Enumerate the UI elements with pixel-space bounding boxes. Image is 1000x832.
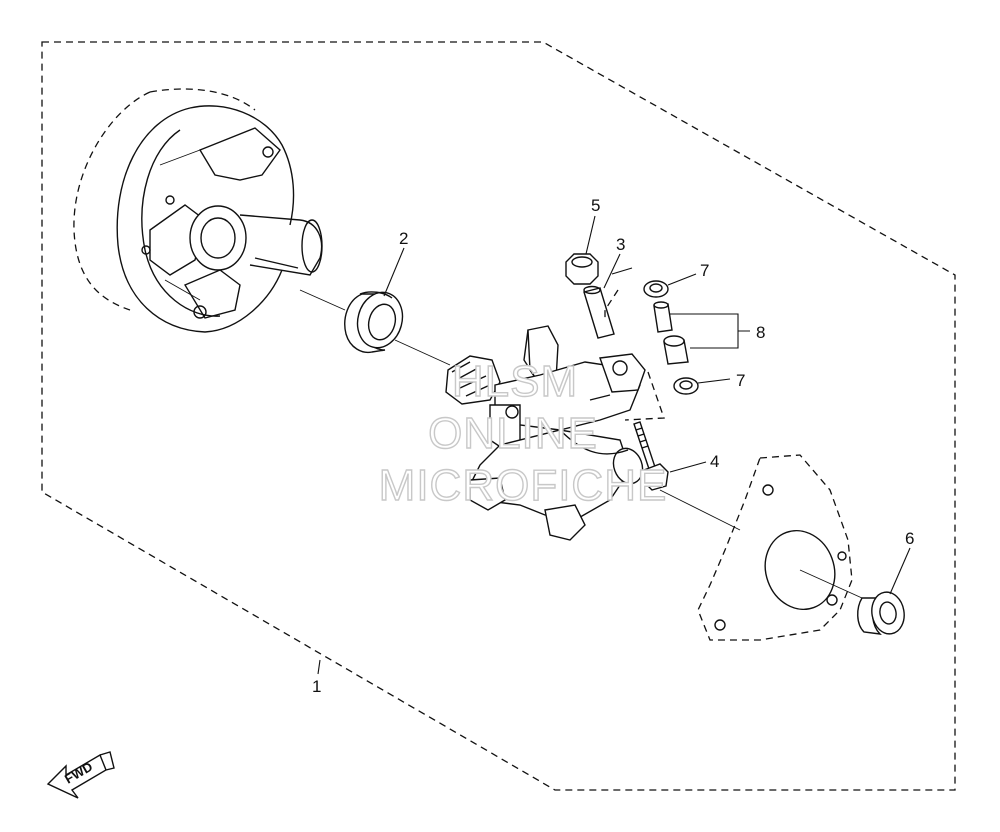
part-5-nut xyxy=(565,253,599,285)
callout-1: 1 xyxy=(312,677,321,696)
callout-7-lower: 7 xyxy=(736,371,745,390)
watermark-line-1: HLSM xyxy=(452,357,578,406)
callout-7-upper: 7 xyxy=(700,261,709,280)
part-7-washer-lower xyxy=(673,377,699,395)
assembly-boundary xyxy=(41,41,956,791)
clutch-sheave-housing xyxy=(73,88,323,333)
spider-hub-assembly xyxy=(445,325,646,541)
part-4-bolt xyxy=(633,421,669,491)
watermark: HLSM ONLINE MICROFICHE xyxy=(378,356,668,510)
watermark-line-2: ONLINE xyxy=(428,409,598,458)
cover-plate xyxy=(697,454,853,641)
callout-2: 2 xyxy=(399,229,408,248)
callout-3: 3 xyxy=(616,235,625,254)
part-6-bearing xyxy=(857,591,905,635)
callout-6: 6 xyxy=(905,529,914,548)
callout-4: 4 xyxy=(710,452,719,471)
part-7-washer-upper xyxy=(643,280,669,298)
fwd-arrow-icon: FWD xyxy=(46,751,115,799)
callout-5: 5 xyxy=(591,196,600,215)
part-2-bushing xyxy=(344,291,404,354)
leader-lines xyxy=(317,215,911,675)
callout-8: 8 xyxy=(756,323,765,342)
watermark-line-3: MICROFICHE xyxy=(379,461,668,510)
part-3-pin xyxy=(583,285,615,339)
grouping-brackets xyxy=(604,267,665,421)
part-8-collars xyxy=(653,301,689,365)
shaft-axis-lines xyxy=(299,289,863,599)
